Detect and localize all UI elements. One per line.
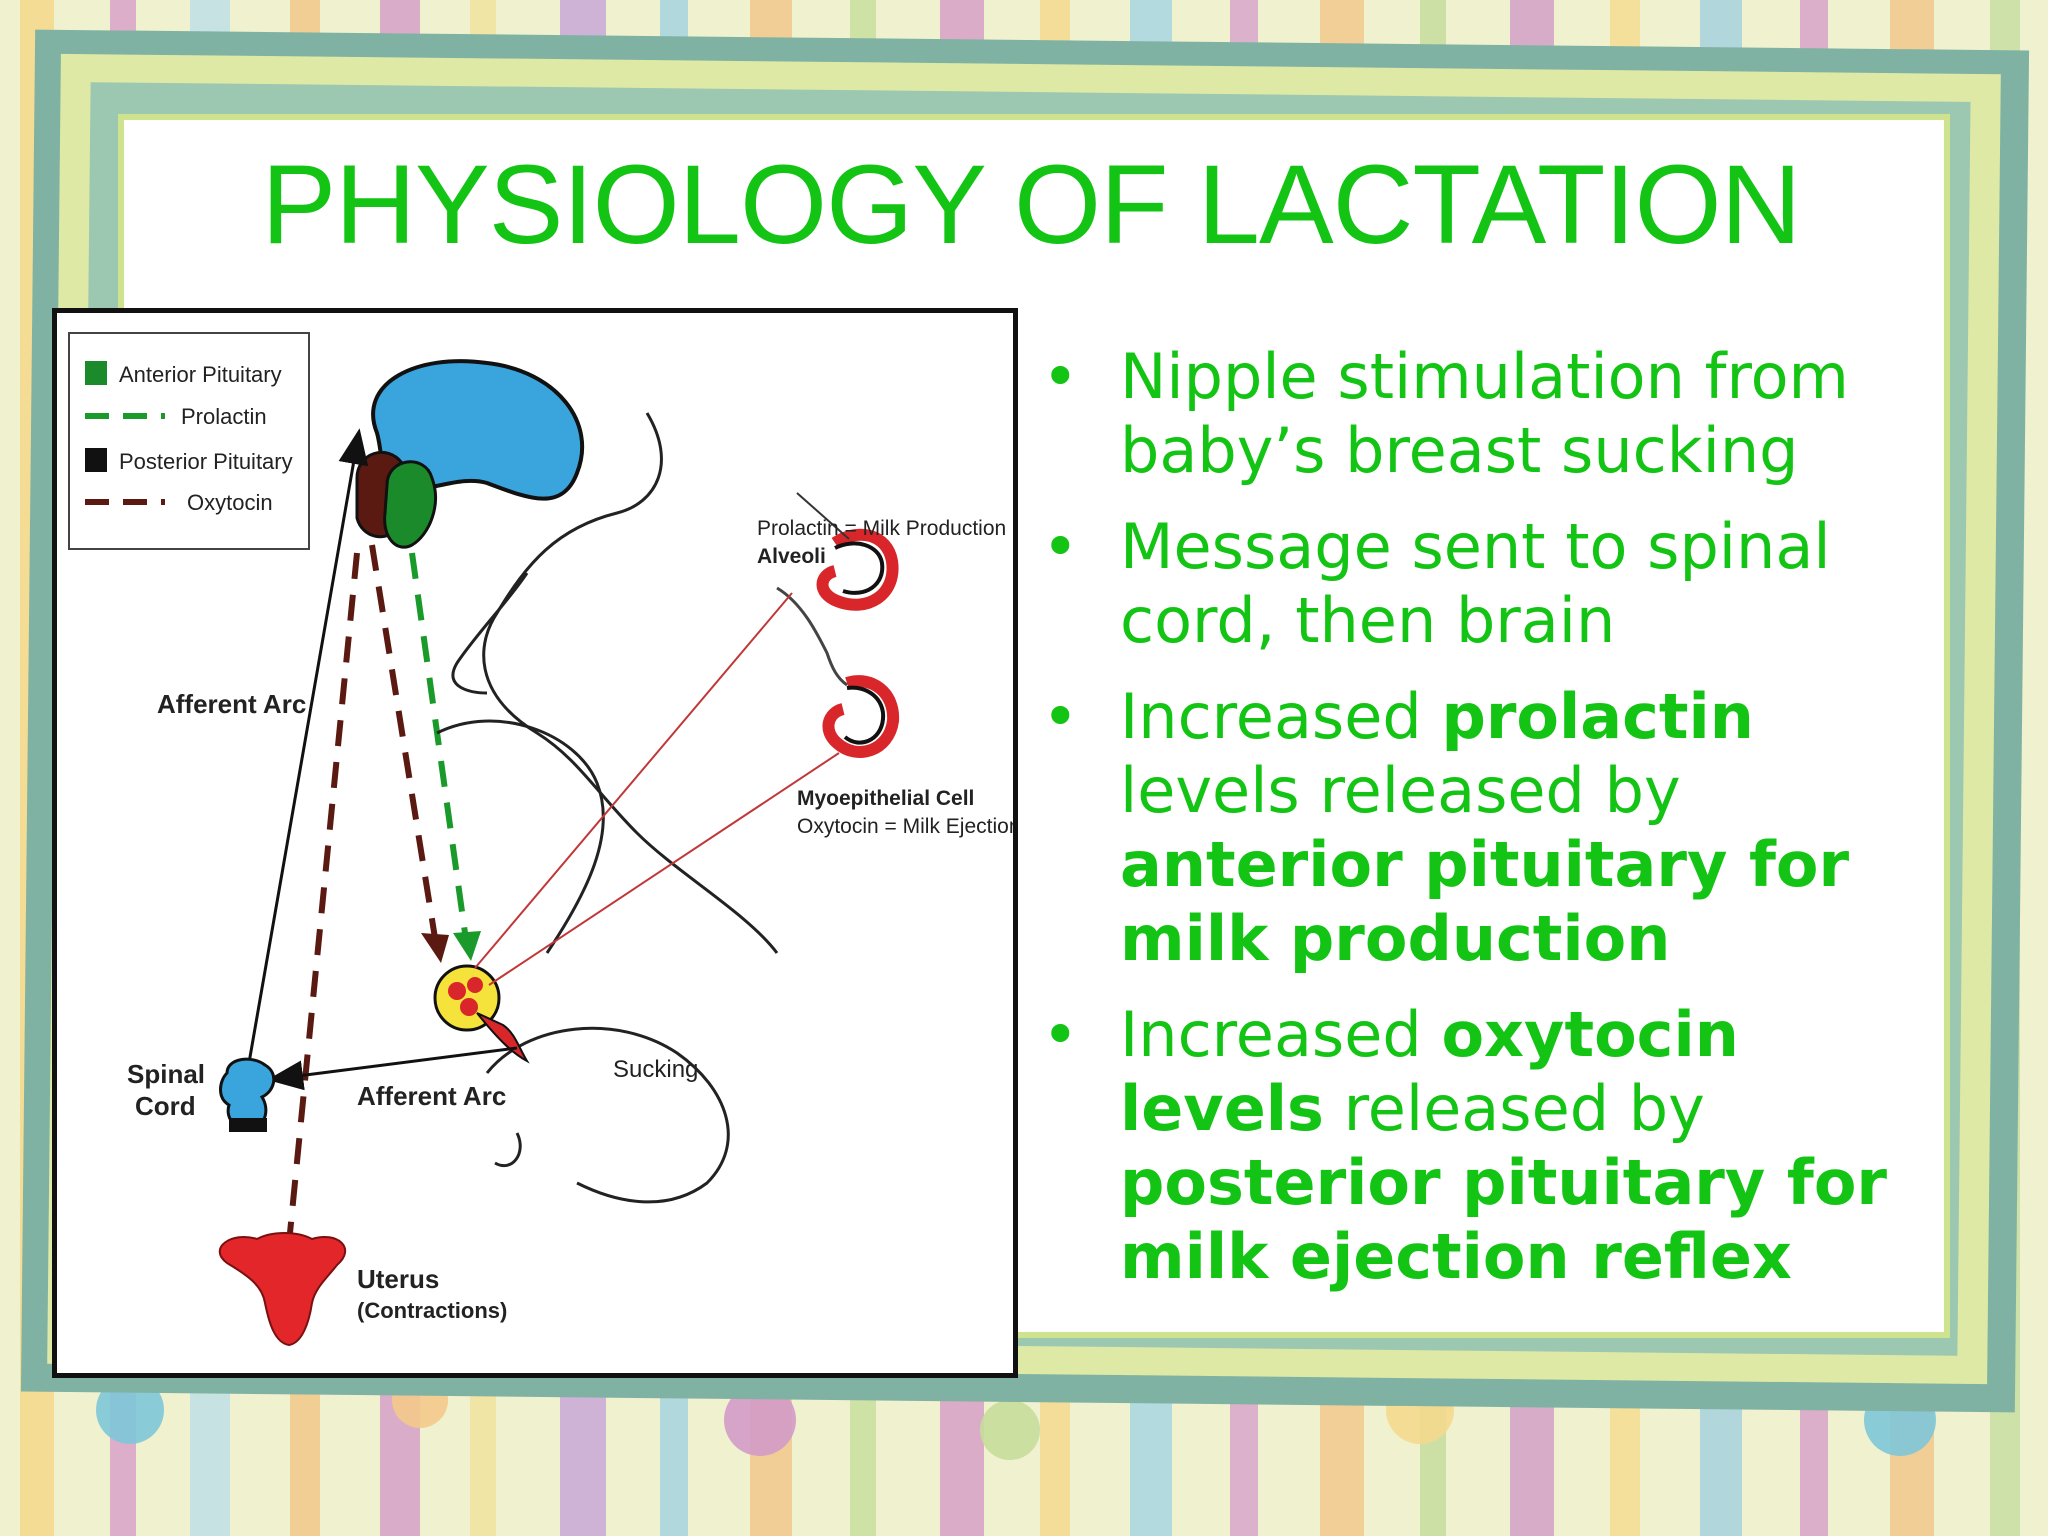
uterus-label-line2: (Contractions) — [357, 1298, 507, 1323]
oxytocin-arrowhead-breast — [421, 933, 449, 963]
bullet-emphasis: anterior pituitary for milk production — [1120, 828, 1850, 975]
alveoli-illustration — [776, 492, 900, 758]
baby-body-outline — [485, 1026, 730, 1204]
afferent-arc-upper-label: Afferent Arc — [157, 689, 306, 719]
bullet-text: Message sent to spinal cord, then brain — [1120, 510, 1831, 657]
mother-arm-outline — [436, 719, 605, 954]
alveolus-lower-inner — [843, 685, 886, 745]
uterus-shape — [218, 1232, 346, 1347]
spinal-cord-label-line2: Cord — [135, 1091, 196, 1121]
alveolus-duct — [776, 586, 848, 687]
afferent-arc-upper-arrow — [240, 428, 369, 1104]
bullet-text: released by — [1323, 1072, 1705, 1145]
oxytocin-to-breast-path — [369, 544, 438, 939]
baby-face-outline — [451, 572, 529, 695]
prolactin-arrowhead-breast — [453, 931, 481, 961]
bullet-emphasis: posterior pituitary for milk ejection re… — [1120, 1146, 1888, 1293]
bullet-text: Increased — [1120, 998, 1442, 1071]
spinal-cord-shape — [219, 1057, 276, 1130]
oxytocin-to-uterus-path — [286, 552, 360, 1244]
alveolus-lower-outer — [822, 675, 900, 758]
legend-anterior-pituitary-swatch — [85, 361, 107, 385]
breast-alveolus-b — [467, 977, 483, 993]
afferent-arc-lower-arrow — [267, 1046, 518, 1091]
myoepithelial-label-line1: Myoepithelial Cell — [797, 787, 974, 810]
milk-duct — [476, 1012, 530, 1064]
sucking-label: Sucking — [613, 1056, 698, 1083]
anterior-pituitary-shape — [383, 460, 437, 549]
afferent-arc-lower-label: Afferent Arc — [357, 1081, 506, 1111]
legend-box — [68, 332, 310, 550]
bullet-text: Increased — [1120, 680, 1442, 753]
legend: Anterior Pituitary Prolactin Posterior P… — [68, 332, 310, 550]
alveoli-pointer-line — [796, 492, 850, 540]
spinal-cord-label-line1: Spinal — [127, 1059, 205, 1089]
alveoli-label-line1: Prolactin = Milk Production — [757, 517, 1006, 540]
legend-oxytocin: Oxytocin — [187, 490, 273, 515]
baby-ear-outline — [494, 1132, 522, 1168]
alveoli-label-line2: Alveoli — [757, 545, 826, 568]
bullet-item: Increased prolactin levels released by a… — [1040, 680, 1920, 976]
breast-lobule — [433, 964, 501, 1032]
legend-prolactin: Prolactin — [181, 404, 267, 429]
slide-title: PHYSIOLOGY OF LACTATION — [261, 142, 1801, 267]
bullet-emphasis: prolactin — [1441, 680, 1754, 753]
uterus-label-line1: Uterus — [357, 1264, 439, 1294]
breast-alveolus-c — [460, 998, 478, 1016]
legend-posterior-pituitary-swatch — [85, 448, 107, 472]
bullet-text: Nipple stimulation from baby’s breast su… — [1120, 340, 1849, 487]
breast-alveolus-a — [448, 982, 466, 1000]
bullet-list: Nipple stimulation from baby’s breast su… — [1040, 340, 1920, 1316]
bullet-emphasis: oxytocin levels — [1120, 998, 1739, 1145]
alveolus-upper-outer — [816, 528, 899, 611]
myoepithelial-label-line2: Oxytocin = Milk Ejection — [797, 815, 1013, 838]
legend-posterior-pituitary: Posterior Pituitary — [119, 449, 293, 474]
spinal-cord-base — [229, 1118, 267, 1132]
bullet-text: levels released by — [1120, 754, 1681, 827]
lactation-diagram: Anterior Pituitary Prolactin Posterior P… — [52, 308, 1018, 1378]
baby-head-outline — [482, 412, 779, 954]
bullet-item: Message sent to spinal cord, then brain — [1040, 510, 1920, 658]
breast-to-alveoli-line — [474, 592, 793, 969]
bullet-item: Nipple stimulation from baby’s breast su… — [1040, 340, 1920, 488]
diagram-canvas: Anterior Pituitary Prolactin Posterior P… — [68, 332, 1013, 1347]
breast-to-myoepithelial-line — [488, 752, 840, 986]
bullet-item: Increased oxytocin levels released by po… — [1040, 998, 1920, 1294]
prolactin-to-breast-path — [409, 552, 468, 934]
alveolus-upper-inner — [834, 541, 885, 595]
legend-anterior-pituitary: Anterior Pituitary — [119, 362, 282, 387]
